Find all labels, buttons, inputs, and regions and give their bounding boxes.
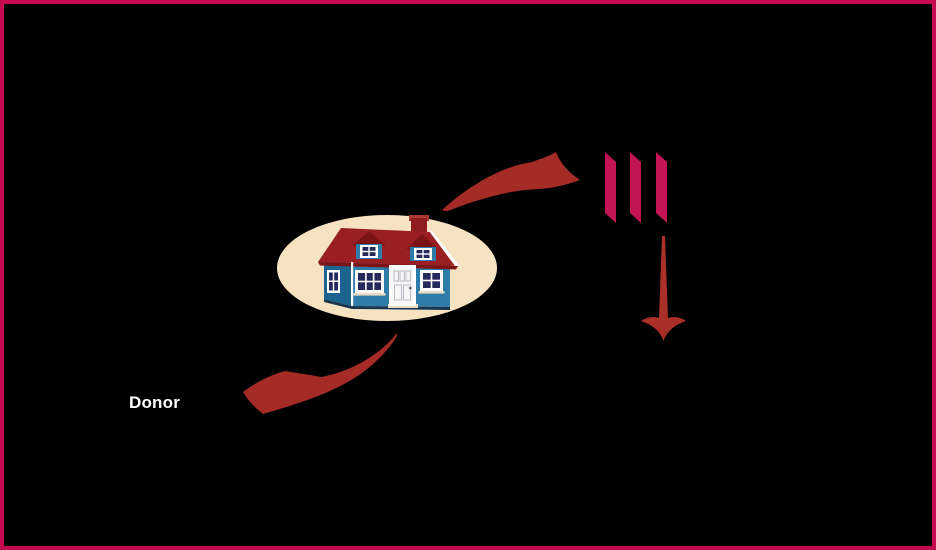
donor-label: Donor	[129, 393, 181, 412]
door-panel	[394, 284, 402, 301]
corner-trim	[351, 262, 354, 306]
sill	[353, 293, 386, 296]
roof-right-trim	[429, 231, 460, 266]
sill	[418, 291, 445, 294]
door-panel	[405, 270, 411, 282]
down-arrow-icon	[641, 236, 686, 341]
mullion	[358, 280, 381, 283]
door-panel	[399, 270, 405, 282]
front-door	[388, 265, 418, 308]
curved-arrow-right-icon	[442, 152, 580, 211]
mullion	[362, 250, 376, 253]
pillar-bar	[605, 152, 616, 223]
house-foundation	[324, 299, 450, 310]
pillar-bar	[630, 152, 641, 223]
curved-arrow-left-icon	[243, 333, 397, 414]
window-mullions	[329, 247, 440, 291]
house-icon	[318, 215, 460, 310]
door-panel	[393, 270, 399, 282]
door-knob	[409, 286, 412, 290]
door-panels	[393, 270, 411, 301]
mullion	[416, 253, 430, 255]
right-dormer-roof	[406, 234, 438, 249]
door-panel	[403, 284, 411, 301]
door	[392, 268, 413, 304]
left-dormer-roof	[352, 231, 386, 246]
three-pillars-icon	[605, 152, 667, 223]
pillar-bar	[656, 152, 667, 223]
window-sills	[353, 291, 445, 296]
mullion	[423, 279, 440, 282]
mullion	[329, 280, 338, 282]
